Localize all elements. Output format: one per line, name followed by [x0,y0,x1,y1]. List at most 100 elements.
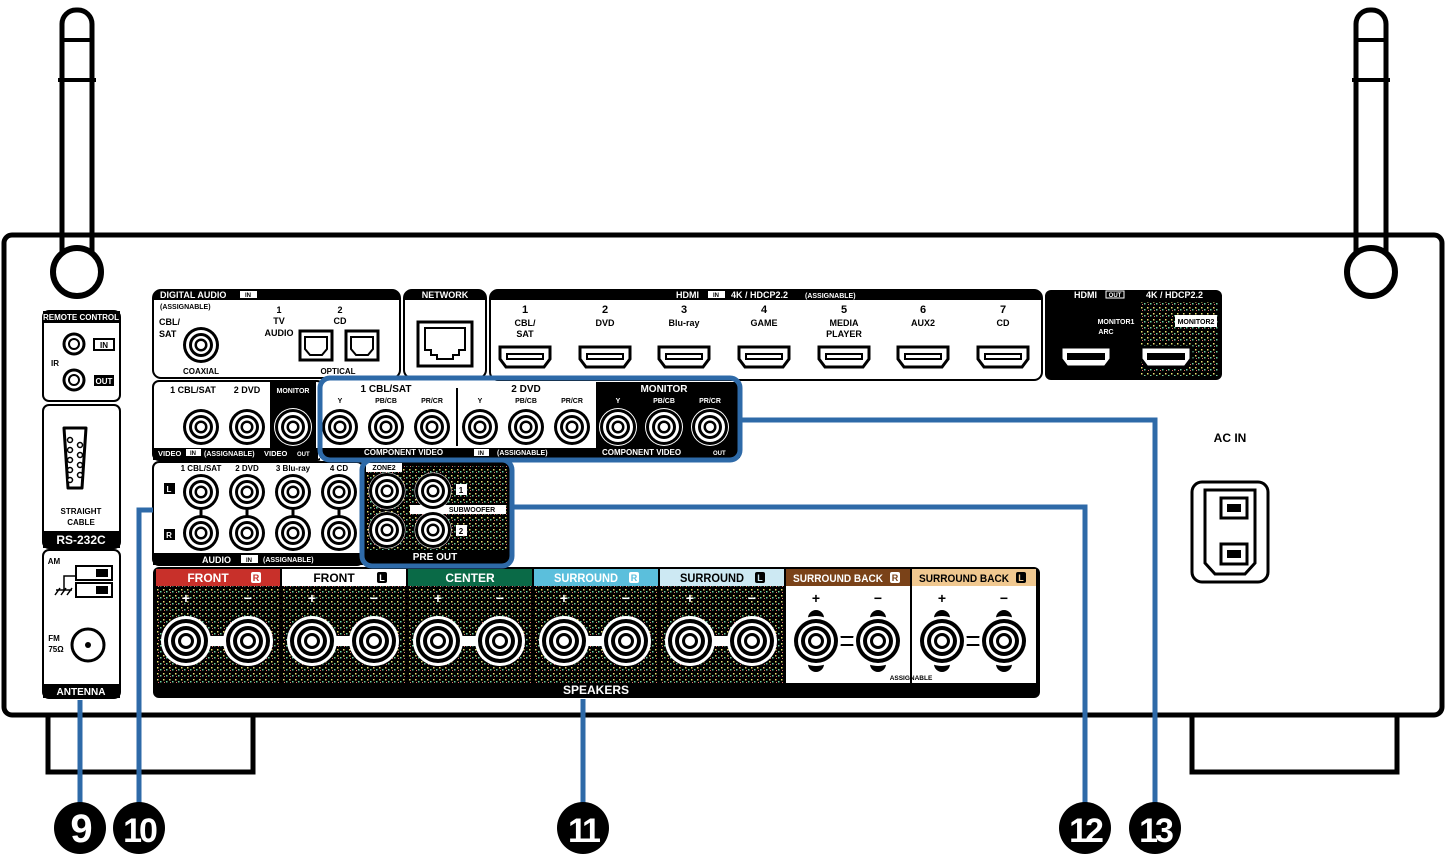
component-jack-0-2[interactable] [414,409,450,445]
zone2-left-jack[interactable] [369,473,405,509]
hdmi-in-port-6[interactable] [896,345,950,369]
optical-jack-1[interactable] [298,329,334,362]
minus-label: − [622,590,630,606]
minus-label: − [370,590,378,606]
component-jack-2-2[interactable] [692,409,728,445]
audio-in-1-left-jack[interactable] [183,474,219,510]
optical1-number: 1 [276,305,281,315]
speaker-terminal-minus[interactable] [727,616,777,666]
speaker-terminal-plus[interactable] [917,610,967,672]
hdmi-in-port-label: DVD [595,318,615,328]
video-monitor-label: MONITOR [277,388,310,395]
coaxial-jack[interactable] [183,327,219,363]
speakers-label: SPEAKERS [563,683,629,697]
minus-label: − [1000,590,1008,606]
subwoofer-label: SUBWOOFER [449,507,495,514]
coaxial-jack-rings[interactable] [183,327,219,363]
plus-label: + [560,590,568,606]
component-jack-2-1[interactable] [646,409,682,445]
hdmi-in-port-5[interactable] [817,345,871,369]
speaker-terminal-plus[interactable] [665,616,715,666]
subwoofer-1-jack[interactable] [415,473,451,509]
hdmi-in-port-number: 3 [681,304,687,316]
speaker-terminal-minus[interactable] [223,616,273,666]
component-jack-0-1[interactable] [368,409,404,445]
speaker-terminal-plus[interactable] [539,616,589,666]
optical1-label-2: AUDIO [265,328,294,338]
component-jack-2-0[interactable] [600,409,636,445]
component-channel-label: PB/CB [515,398,537,405]
speaker-terminal-minus[interactable] [601,616,651,666]
speaker-channel-label: SURROUND [680,571,744,585]
hdmi-in-note: (ASSIGNABLE) [805,293,856,300]
zone2-right-jack[interactable] [369,512,405,548]
antenna-left [50,7,104,299]
component-channel-label: PB/CB [375,398,397,405]
component-out-label: COMPONENT VIDEO [602,448,681,457]
audio-in-2-right-jack[interactable] [229,515,265,551]
speaker-terminal-minus[interactable] [475,616,525,666]
ethernet-port[interactable] [416,320,474,368]
video-in-1-jack[interactable] [183,409,219,445]
audio-input-label: 2 DVD [235,464,259,473]
audio-in-3-left-jack[interactable] [275,474,311,510]
hdmi-out-monitor1-port[interactable] [1059,345,1113,369]
video-in-badge: IN [190,451,196,457]
hdmi-out-spec: 4K / HDCP2.2 [1146,290,1203,300]
ir-in-jack[interactable] [62,332,86,356]
speaker-terminal-plus[interactable] [287,616,337,666]
ground-icon [54,575,76,596]
coax-label-1: CBL/ [159,317,180,327]
hdmi-in-port-2[interactable] [578,345,632,369]
audio-in-4-left-jack[interactable] [321,474,357,510]
speaker-terminal-minus[interactable] [853,610,903,672]
speaker-channel-label: SURROUND [554,571,618,585]
audio-input-label: 1 CBL/SAT [181,464,222,473]
hdmi-in-port-label: GAME [751,318,778,328]
speaker-terminal-plus[interactable] [161,616,211,666]
plus-label: + [308,590,316,606]
component-in-label: COMPONENT VIDEO [364,448,443,457]
hdmi-out-badge: OUT [1109,293,1122,299]
audio-in-4-right-jack[interactable] [321,515,357,551]
component-jack-1-0[interactable] [462,409,498,445]
hdmi-in-port-7[interactable] [976,345,1030,369]
leader-10 [136,507,153,805]
audio-in-1-right-jack[interactable] [183,515,219,551]
hdmi-in-port-3[interactable] [657,345,711,369]
rs232c-port[interactable] [62,426,88,490]
chassis [1,232,1445,718]
foot-left [45,715,256,775]
plus-label: + [434,590,442,606]
component-jack-1-2[interactable] [554,409,590,445]
video-monitor-out-jack[interactable] [275,409,311,445]
speaker-terminal-minus[interactable] [349,616,399,666]
audio-in-3-right-jack[interactable] [275,515,311,551]
subwoofer-2-jack[interactable] [415,512,451,548]
hdmi-in-port-4[interactable] [737,345,791,369]
video-out-badge: OUT [297,452,310,458]
fm-antenna-jack[interactable] [70,627,106,663]
speaker-side-label: R [631,573,638,583]
hdmi-in-port-1[interactable] [498,345,552,369]
am-antenna-terminal[interactable] [75,565,113,598]
pre-out-panel: ZONE2 1 2 SUBWOOFER PRE OUT [364,462,510,565]
component-jack-1-1[interactable] [508,409,544,445]
speaker-terminal-plus[interactable] [413,616,463,666]
fm-label: FM [48,634,60,643]
speaker-terminal-plus[interactable] [791,610,841,672]
speaker-terminal-minus[interactable] [979,610,1029,672]
ac-inlet[interactable] [1190,480,1270,584]
hdmi-out-monitor2-port[interactable] [1139,345,1193,369]
ir-out-label: OUT [96,377,113,386]
component-channel-label: PR/CR [421,398,443,405]
optical-label: OPTICAL [320,367,355,376]
audio-in-2-left-jack[interactable] [229,474,265,510]
optical-jack-2[interactable] [344,329,380,362]
ir-out-jack[interactable] [62,368,86,392]
video-in-2-jack[interactable] [229,409,265,445]
component-jack-0-0[interactable] [322,409,358,445]
hdmi-in-port-number: 5 [841,304,847,316]
